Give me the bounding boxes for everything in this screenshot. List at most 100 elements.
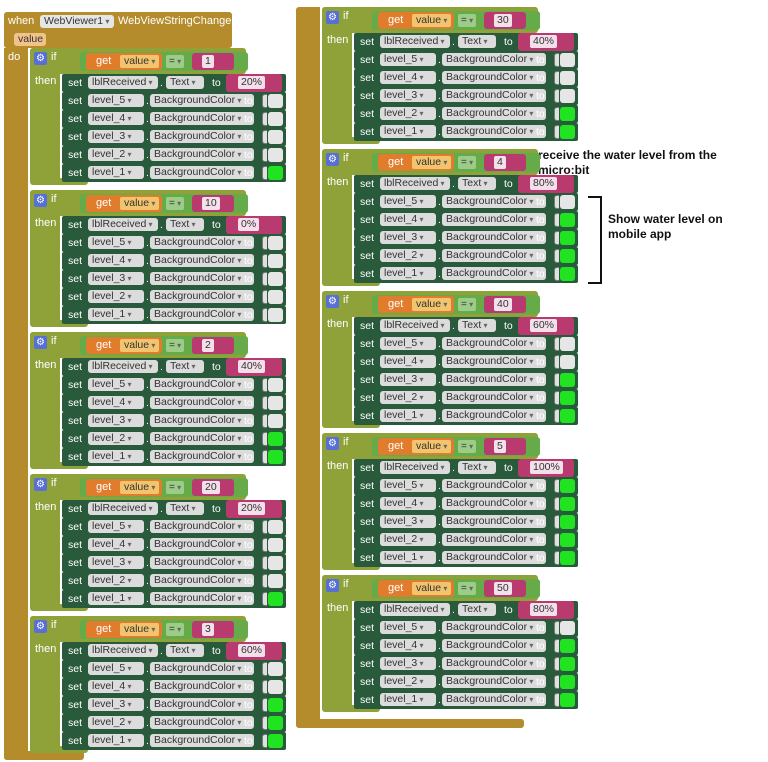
level-1-dropdown[interactable]: level_1 <box>88 592 144 605</box>
bg-property-dropdown[interactable]: BackgroundColor <box>442 53 546 66</box>
level-5-dropdown[interactable]: level_5 <box>380 479 436 492</box>
level-5-dropdown[interactable]: level_5 <box>380 53 436 66</box>
color-swatch-grey[interactable] <box>268 148 283 162</box>
bg-property-dropdown[interactable]: BackgroundColor <box>150 432 254 445</box>
color-swatch-green[interactable] <box>560 515 575 529</box>
percent-value[interactable]: 40% <box>238 360 266 373</box>
percent-text-block[interactable]: 100% <box>518 459 574 477</box>
compare-value-text[interactable]: 3 <box>192 621 234 638</box>
bg-property-dropdown[interactable]: BackgroundColor <box>442 373 546 386</box>
bg-property-dropdown[interactable]: BackgroundColor <box>442 213 546 226</box>
level-1-dropdown[interactable]: level_1 <box>88 308 144 321</box>
color-swatch-green[interactable] <box>560 213 575 227</box>
bg-property-dropdown[interactable]: BackgroundColor <box>150 290 254 303</box>
compare-value[interactable]: 4 <box>494 156 506 169</box>
level-4-dropdown[interactable]: level_4 <box>88 396 144 409</box>
level-1-dropdown[interactable]: level_1 <box>88 734 144 747</box>
bg-property-dropdown[interactable]: BackgroundColor <box>150 520 254 533</box>
color-swatch-green[interactable] <box>560 497 575 511</box>
color-swatch-green[interactable] <box>268 450 283 464</box>
color-swatch-grey[interactable] <box>268 574 283 588</box>
color-swatch-grey[interactable] <box>560 195 575 209</box>
color-swatch-green[interactable] <box>560 391 575 405</box>
equals-dropdown[interactable]: = <box>458 14 477 27</box>
level-3-dropdown[interactable]: level_3 <box>380 657 436 670</box>
compare-value-text[interactable]: 2 <box>192 337 234 354</box>
percent-text-block[interactable]: 20% <box>226 500 282 518</box>
level-3-dropdown[interactable]: level_3 <box>380 373 436 386</box>
gear-icon[interactable]: ⚙ <box>326 437 339 450</box>
level-3-dropdown[interactable]: level_3 <box>380 231 436 244</box>
compare-value[interactable]: 20 <box>202 481 220 494</box>
compare-value[interactable]: 30 <box>494 14 512 27</box>
get-var-dropdown[interactable]: value <box>412 298 452 311</box>
gear-icon[interactable]: ⚙ <box>34 52 47 65</box>
color-swatch-green[interactable] <box>560 249 575 263</box>
compare-value-text[interactable]: 20 <box>192 479 234 496</box>
level-5-dropdown[interactable]: level_5 <box>380 195 436 208</box>
level-5-dropdown[interactable]: level_5 <box>88 378 144 391</box>
received-component-dropdown[interactable]: lblReceived <box>88 360 158 373</box>
received-component-dropdown[interactable]: lblReceived <box>88 502 158 515</box>
compare-value[interactable]: 2 <box>202 339 214 352</box>
level-2-dropdown[interactable]: level_2 <box>380 533 436 546</box>
bg-property-dropdown[interactable]: BackgroundColor <box>442 71 546 84</box>
level-2-dropdown[interactable]: level_2 <box>380 391 436 404</box>
compare-value[interactable]: 10 <box>202 197 220 210</box>
level-5-dropdown[interactable]: level_5 <box>88 236 144 249</box>
bg-property-dropdown[interactable]: BackgroundColor <box>442 409 546 422</box>
bg-property-dropdown[interactable]: BackgroundColor <box>442 657 546 670</box>
bg-property-dropdown[interactable]: BackgroundColor <box>150 734 254 747</box>
color-swatch-grey[interactable] <box>268 236 283 250</box>
level-1-dropdown[interactable]: level_1 <box>88 450 144 463</box>
percent-text-block[interactable]: 20% <box>226 74 282 92</box>
color-swatch-green[interactable] <box>560 639 575 653</box>
percent-value[interactable]: 60% <box>238 644 266 657</box>
percent-value[interactable]: 60% <box>530 319 558 332</box>
bg-property-dropdown[interactable]: BackgroundColor <box>442 551 546 564</box>
bg-property-dropdown[interactable]: BackgroundColor <box>150 166 254 179</box>
color-swatch-grey[interactable] <box>268 662 283 676</box>
color-swatch-grey[interactable] <box>268 538 283 552</box>
bg-property-dropdown[interactable]: BackgroundColor <box>442 515 546 528</box>
color-swatch-grey[interactable] <box>268 290 283 304</box>
bg-property-dropdown[interactable]: BackgroundColor <box>442 267 546 280</box>
get-var-dropdown[interactable]: value <box>412 14 452 27</box>
level-5-dropdown[interactable]: level_5 <box>88 520 144 533</box>
received-component-dropdown[interactable]: lblReceived <box>380 603 450 616</box>
percent-text-block[interactable]: 60% <box>226 642 282 660</box>
color-swatch-green[interactable] <box>560 409 575 423</box>
color-swatch-green[interactable] <box>560 479 575 493</box>
color-swatch-grey[interactable] <box>560 337 575 351</box>
color-swatch-grey[interactable] <box>268 94 283 108</box>
get-var-dropdown[interactable]: value <box>120 339 160 352</box>
color-swatch-green[interactable] <box>268 698 283 712</box>
text-property-dropdown[interactable]: Text <box>166 218 204 231</box>
text-property-dropdown[interactable]: Text <box>458 461 496 474</box>
level-5-dropdown[interactable]: level_5 <box>380 621 436 634</box>
bg-property-dropdown[interactable]: BackgroundColor <box>150 396 254 409</box>
equals-dropdown[interactable]: = <box>166 55 185 68</box>
percent-text-block[interactable]: 0% <box>226 216 282 234</box>
get-var-dropdown[interactable]: value <box>120 55 160 68</box>
received-component-dropdown[interactable]: lblReceived <box>380 461 450 474</box>
bg-property-dropdown[interactable]: BackgroundColor <box>150 414 254 427</box>
